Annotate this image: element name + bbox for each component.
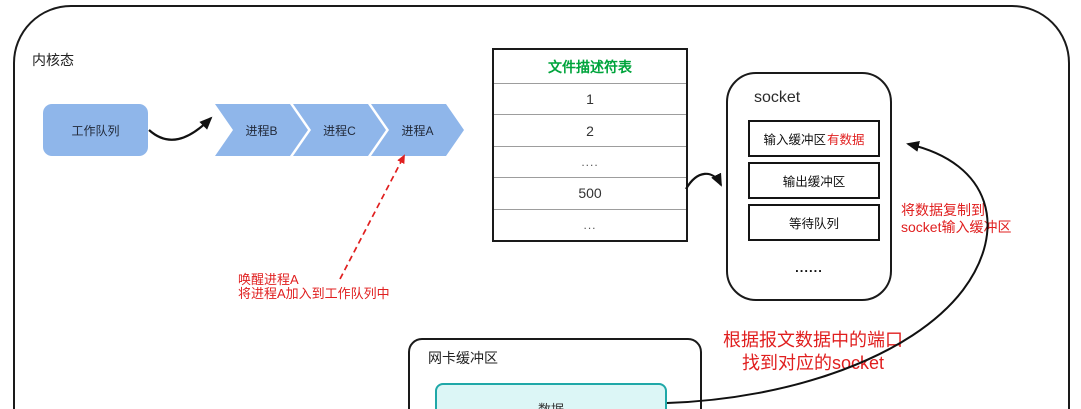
process-chevron-a: 进程A [371,104,464,156]
annotation-find-line2: 找到对应的socket [741,353,885,373]
fd-table-title: 文件描述符表 [548,58,632,75]
annotation-wake-process: 唤醒进程A 将进程A加入到工作队列中 [238,273,390,301]
socket-box: socket 输入缓冲区有数据 输出缓冲区 等待队列 ...... [726,72,892,301]
nic-buffer-title: 网卡缓冲区 [428,350,498,366]
work-queue-box: 工作队列 [43,104,148,156]
nic-buffer-box: 网卡缓冲区 数据 [408,338,702,409]
nic-data-box: 数据 [435,383,667,409]
annotation-copy-data: 将数据复制到 socket输入缓冲区 [901,202,1011,236]
output-buffer-label: 输出缓冲区 [782,175,846,189]
file-descriptor-table: 文件描述符表 1 2 .... 500 ... [492,48,688,242]
annotation-find-line1: 根据报文数据中的端口 [723,330,903,350]
socket-ellipsis: ...... [795,260,823,275]
kernel-mode-label: 内核态 [32,52,74,68]
process-chevron-b: 进程B [215,104,308,156]
annotation-copy-line1: 将数据复制到 [901,202,985,218]
annotation-wake-line2: 将进程A加入到工作队列中 [238,286,390,301]
socket-wait-queue: 等待队列 [748,204,880,241]
fd-table-row: 500 [494,177,686,208]
fd-table-row: .... [494,145,686,177]
socket-input-buffer: 输入缓冲区有数据 [748,120,880,157]
socket-title: socket [754,89,801,106]
fd-table-row: ... [494,208,686,240]
kernel-boundary-rect [13,5,1070,409]
annotation-wake-line1: 唤醒进程A [238,272,299,287]
socket-output-buffer: 输出缓冲区 [748,162,880,199]
annotation-copy-line2: socket输入缓冲区 [901,219,1012,235]
fd-table-row: 2 [494,114,686,145]
annotation-find-socket: 根据报文数据中的端口 找到对应的socket [713,329,913,375]
fd-table-row: 1 [494,83,686,114]
has-data-badge: 有数据 [827,133,865,147]
input-buffer-label: 输入缓冲区 [763,133,826,147]
wait-queue-label: 等待队列 [788,217,839,231]
